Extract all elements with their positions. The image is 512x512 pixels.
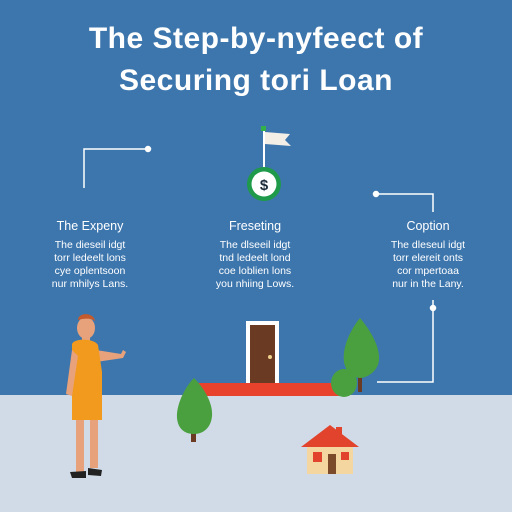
step-line: torr ledeelt lons <box>54 252 126 264</box>
step-line: cor mpertoaa <box>397 265 459 277</box>
step-body-left: The dieseil idgt torr ledeelt lons cye o… <box>30 239 150 291</box>
title-line-1: The Step-by-nyfeect of <box>88 22 424 55</box>
step-line: nur mhilys Lans. <box>51 278 129 290</box>
connector-left <box>83 145 152 188</box>
dollar-coin-icon: $ <box>247 167 281 201</box>
step-heading-middle: Freseting <box>228 219 282 233</box>
coin-symbol: $ <box>260 177 269 194</box>
path-bar <box>196 383 339 396</box>
step-line: nur in the Lany. <box>392 278 464 290</box>
person-figure <box>66 314 126 478</box>
step-line: coe loblien lons <box>218 265 292 277</box>
tree-right-small <box>331 369 357 397</box>
step-line: tnd ledeelt lond <box>219 252 291 264</box>
step-heading-left: The Expeny <box>56 219 124 233</box>
house-icon <box>301 425 359 474</box>
step-line: The dleseul idgt <box>390 239 466 251</box>
title-line-2: Securing tori Loan <box>118 64 394 97</box>
step-line: cye oplentsoon <box>54 265 126 277</box>
connector-right <box>372 190 437 383</box>
step-line: The dieseil idgt <box>54 239 126 251</box>
flag-icon <box>261 126 291 168</box>
step-line: you nhiing Lows. <box>215 278 295 290</box>
step-line: torr elereit onts <box>392 252 464 264</box>
step-body-right: The dleseul idgt torr elereit onts cor m… <box>368 239 488 291</box>
step-heading-right: Coption <box>406 219 450 233</box>
tree-right <box>343 318 380 392</box>
step-body-middle: The dlseeil idgt tnd ledeelt lond coe lo… <box>195 239 315 291</box>
step-line: The dlseeil idgt <box>219 239 291 251</box>
tree-left <box>176 378 213 442</box>
door-icon <box>246 321 279 385</box>
